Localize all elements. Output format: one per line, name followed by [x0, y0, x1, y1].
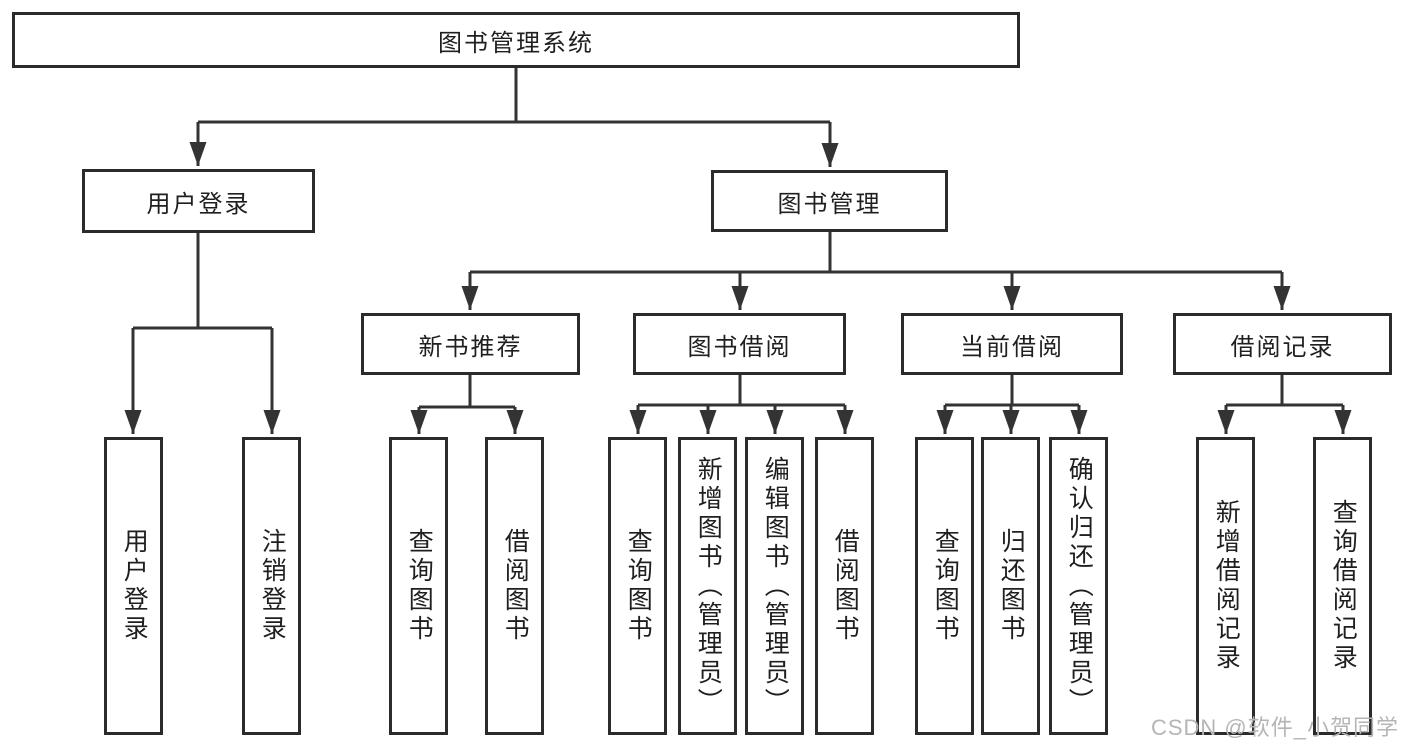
- leaf-borrow-books-borrow: 借阅图书: [815, 437, 874, 735]
- leaf-borrow-books-recommend-label: 借阅图书: [501, 528, 530, 644]
- leaf-query-books-recommend: 查询图书: [389, 437, 448, 735]
- leaf-logout: 注销登录: [242, 437, 301, 735]
- node-current-borrow-label: 当前借阅: [960, 333, 1064, 361]
- node-book-borrow-label: 图书借阅: [687, 333, 792, 361]
- leaf-query-books-recommend-label: 查询图书: [405, 528, 434, 644]
- leaf-borrow-books-recommend: 借阅图书: [485, 437, 544, 735]
- node-user-login: 用户登录: [82, 169, 315, 233]
- node-root: 图书管理系统: [12, 12, 1020, 68]
- node-new-book-recommend-label: 新书推荐: [418, 333, 523, 361]
- node-borrow-records-label: 借阅记录: [1230, 333, 1335, 361]
- node-root-label: 图书管理系统: [438, 29, 594, 57]
- leaf-borrow-books-borrow-label: 借阅图书: [831, 528, 860, 644]
- leaf-user-login: 用户登录: [104, 437, 163, 735]
- node-borrow-records: 借阅记录: [1173, 313, 1392, 375]
- leaf-add-borrow-record-label: 新增借阅记录: [1212, 499, 1241, 673]
- leaf-add-book-admin: 新增图书（管理员）: [678, 437, 737, 735]
- node-user-login-label: 用户登录: [146, 190, 251, 218]
- csdn-watermark: CSDN @软件_小贺同学: [1150, 715, 1399, 740]
- node-current-borrow: 当前借阅: [901, 313, 1123, 375]
- leaf-query-books-current-label: 查询图书: [931, 528, 960, 644]
- tree-branch-lines: [133, 68, 1343, 409]
- leaf-query-books-current: 查询图书: [915, 437, 974, 735]
- node-book-borrow: 图书借阅: [633, 313, 846, 375]
- leaf-query-borrow-record-label: 查询借阅记录: [1329, 499, 1358, 673]
- leaf-query-books-borrow: 查询图书: [608, 437, 667, 735]
- leaf-query-borrow-record: 查询借阅记录: [1313, 437, 1372, 735]
- leaf-confirm-return-admin: 确认归还（管理员）: [1049, 437, 1108, 735]
- leaf-query-books-borrow-label: 查询图书: [624, 528, 653, 644]
- leaf-logout-label: 注销登录: [258, 528, 287, 644]
- node-book-management-label: 图书管理: [777, 190, 882, 218]
- leaf-add-book-admin-label: 新增图书（管理员）: [694, 455, 723, 717]
- leaf-edit-book-admin-label: 编辑图书（管理员）: [761, 455, 790, 717]
- leaf-user-login-label: 用户登录: [120, 528, 149, 644]
- leaf-confirm-return-admin-label: 确认归还（管理员）: [1065, 455, 1094, 717]
- node-book-management: 图书管理: [711, 170, 948, 232]
- leaf-add-borrow-record: 新增借阅记录: [1196, 437, 1255, 735]
- leaf-return-books-label: 归还图书: [997, 528, 1026, 644]
- leaf-return-books: 归还图书: [981, 437, 1040, 735]
- leaf-edit-book-admin: 编辑图书（管理员）: [745, 437, 804, 735]
- node-new-book-recommend: 新书推荐: [361, 313, 580, 375]
